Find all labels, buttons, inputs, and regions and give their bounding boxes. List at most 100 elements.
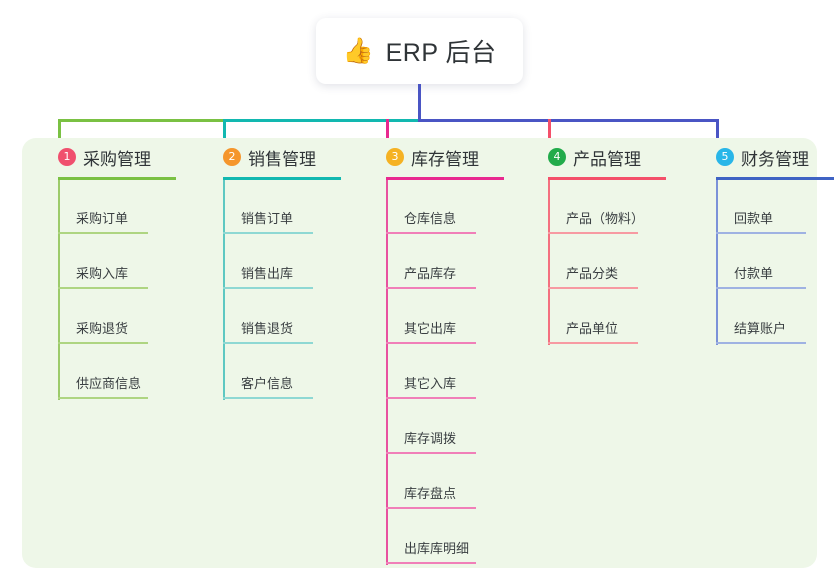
branch-item-label: 销售出库 xyxy=(241,266,294,281)
branch-spine xyxy=(548,180,550,345)
branch-number-badge: 3 xyxy=(386,148,404,166)
branch-header-5[interactable]: 5 财务管理 xyxy=(698,142,839,172)
branch-item[interactable]: 产品单位 xyxy=(530,290,680,345)
branch-number-badge: 2 xyxy=(223,148,241,166)
branch-item-label: 销售订单 xyxy=(241,211,294,226)
connector-trunk xyxy=(418,84,421,122)
branch-item-label: 销售退货 xyxy=(241,321,294,336)
branch-column-4: 4 产品管理产品（物料） 产品分类产品单位 xyxy=(530,142,680,345)
branch-item-label: 付款单 xyxy=(734,266,774,281)
branch-item-label: 其它入库 xyxy=(404,376,457,391)
branch-item-underline xyxy=(386,397,476,399)
branch-item[interactable]: 销售退货 xyxy=(205,290,355,345)
branch-spine xyxy=(716,180,718,345)
branch-item-underline xyxy=(716,287,806,289)
branch-item-label: 采购订单 xyxy=(76,211,129,226)
branch-title: 库存管理 xyxy=(411,149,479,169)
branch-item-underline xyxy=(548,287,638,289)
branch-item-list: 回款单付款单结算账户 xyxy=(698,180,839,345)
branch-item[interactable]: 产品（物料） xyxy=(530,180,680,235)
branch-item[interactable]: 销售出库 xyxy=(205,235,355,290)
branch-item[interactable]: 产品分类 xyxy=(530,235,680,290)
branch-item-underline xyxy=(58,342,148,344)
branches-panel xyxy=(22,138,817,568)
branch-item-label: 产品库存 xyxy=(404,266,457,281)
branch-header-1[interactable]: 1 采购管理 xyxy=(40,142,190,172)
branch-item-label: 供应商信息 xyxy=(76,376,142,391)
branch-item-label: 客户信息 xyxy=(241,376,294,391)
branch-spine xyxy=(223,180,225,400)
branch-number-badge: 5 xyxy=(716,148,734,166)
connector-drop xyxy=(223,119,226,150)
branch-item-underline xyxy=(223,342,313,344)
branch-underline xyxy=(223,177,341,180)
branch-item[interactable]: 其它入库 xyxy=(368,345,518,400)
branch-item-underline xyxy=(386,342,476,344)
branch-item-underline xyxy=(386,507,476,509)
connector-drop xyxy=(548,119,551,150)
branch-item-underline xyxy=(58,232,148,234)
thumbs-up-icon: 👍 xyxy=(342,36,374,65)
branch-underline xyxy=(716,177,834,180)
branch-item-underline xyxy=(223,397,313,399)
branch-item-underline xyxy=(58,287,148,289)
branch-item-list: 仓库信息产品库存其它出库其它入库库存调拨库存盘点出库库明细 xyxy=(368,180,518,565)
branch-item[interactable]: 供应商信息 xyxy=(40,345,190,400)
branch-item-underline xyxy=(548,232,638,234)
branch-item-label: 结算账户 xyxy=(734,321,787,336)
branch-item[interactable]: 出库库明细 xyxy=(368,510,518,565)
branch-item-underline xyxy=(386,287,476,289)
branch-item[interactable]: 客户信息 xyxy=(205,345,355,400)
branch-number-badge: 4 xyxy=(548,148,566,166)
branch-item[interactable]: 库存调拨 xyxy=(368,400,518,455)
branch-title: 产品管理 xyxy=(573,149,641,169)
branch-column-1: 1 采购管理采购订单采购入库采购退货供应商信息 xyxy=(40,142,190,400)
branch-item-underline xyxy=(58,397,148,399)
branch-item-label: 库存调拨 xyxy=(404,431,457,446)
branch-item-label: 出库库明细 xyxy=(404,541,470,556)
branch-item-label: 仓库信息 xyxy=(404,211,457,226)
branch-item-list: 采购订单采购入库采购退货供应商信息 xyxy=(40,180,190,400)
branch-item-underline xyxy=(548,342,638,344)
branch-title: 采购管理 xyxy=(83,149,151,169)
branch-item-underline xyxy=(386,562,476,564)
branch-column-3: 3 库存管理仓库信息产品库存其它出库其它入库库存调拨库存盘点出库库明细 xyxy=(368,142,518,565)
branch-item-label: 采购退货 xyxy=(76,321,129,336)
branch-item-underline xyxy=(223,287,313,289)
branch-item[interactable]: 结算账户 xyxy=(698,290,839,345)
branch-item[interactable]: 付款单 xyxy=(698,235,839,290)
branch-underline xyxy=(58,177,176,180)
branch-item-label: 回款单 xyxy=(734,211,774,226)
branch-header-3[interactable]: 3 库存管理 xyxy=(368,142,518,172)
branch-underline xyxy=(548,177,666,180)
connector-bar-segment xyxy=(223,119,420,122)
branch-underline xyxy=(386,177,504,180)
branch-title: 财务管理 xyxy=(741,149,809,169)
branch-item[interactable]: 采购退货 xyxy=(40,290,190,345)
branch-item[interactable]: 库存盘点 xyxy=(368,455,518,510)
branch-item[interactable]: 采购入库 xyxy=(40,235,190,290)
connector-drop xyxy=(716,119,719,150)
root-node-label: ERP 后台 xyxy=(385,39,497,67)
branch-spine xyxy=(58,180,60,400)
branch-item[interactable]: 销售订单 xyxy=(205,180,355,235)
branch-item-label: 其它出库 xyxy=(404,321,457,336)
branch-item[interactable]: 其它出库 xyxy=(368,290,518,345)
branch-item-underline xyxy=(386,452,476,454)
branch-item[interactable]: 产品库存 xyxy=(368,235,518,290)
connector-drop xyxy=(58,119,61,150)
root-node[interactable]: 👍 ERP 后台 xyxy=(316,18,523,84)
branch-item[interactable]: 采购订单 xyxy=(40,180,190,235)
branch-item-underline xyxy=(223,232,313,234)
branch-item-underline xyxy=(716,342,806,344)
branch-number-badge: 1 xyxy=(58,148,76,166)
branch-item-underline xyxy=(386,232,476,234)
branch-item-label: 产品分类 xyxy=(566,266,619,281)
branch-item[interactable]: 回款单 xyxy=(698,180,839,235)
branch-spine xyxy=(386,180,388,565)
branch-item[interactable]: 仓库信息 xyxy=(368,180,518,235)
branch-header-4[interactable]: 4 产品管理 xyxy=(530,142,680,172)
